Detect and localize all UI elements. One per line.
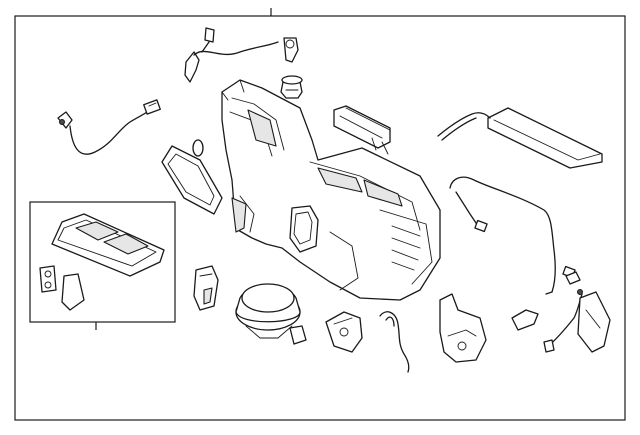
blower-resistor[interactable]	[193, 265, 219, 311]
drain-hose[interactable]	[379, 311, 410, 373]
small-grommet[interactable]	[192, 139, 204, 157]
vacuum-connector[interactable]	[280, 75, 303, 99]
side-wire-harness[interactable]	[57, 99, 161, 155]
clip[interactable]	[565, 271, 581, 285]
air-filter-kit[interactable]	[29, 201, 176, 330]
heater-ac-case-assembly[interactable]	[221, 79, 441, 301]
evaporator-core[interactable]	[437, 107, 603, 169]
blower-motor[interactable]	[235, 283, 307, 345]
seal-gasket[interactable]	[161, 145, 223, 215]
upper-vacuum-harness[interactable]	[184, 27, 299, 83]
small-actuator[interactable]	[325, 311, 363, 353]
mounting-bracket[interactable]	[577, 291, 611, 353]
temperature-actuator[interactable]	[439, 293, 487, 363]
mode-door-actuator[interactable]	[333, 105, 391, 155]
small-bracket[interactable]	[511, 309, 539, 331]
